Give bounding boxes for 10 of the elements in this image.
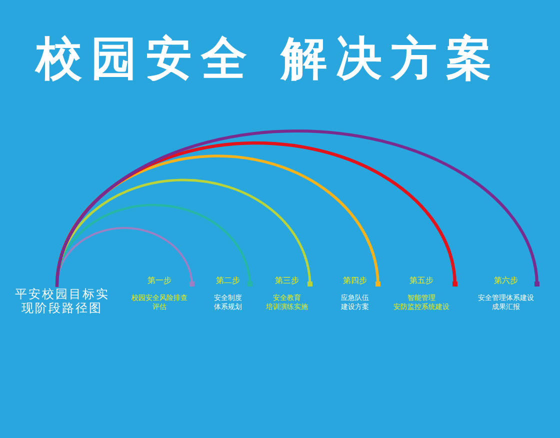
arc-connector bbox=[56, 130, 540, 288]
step-label: 第六步 bbox=[494, 276, 518, 286]
arc-connector bbox=[55, 142, 458, 288]
step-label: 第五步 bbox=[410, 276, 434, 286]
start-label: 平安校园目标实现阶段路径图 bbox=[14, 287, 110, 315]
step-label: 第三步 bbox=[275, 276, 299, 286]
step-label: 第一步 bbox=[148, 276, 172, 286]
step-label: 第四步 bbox=[343, 276, 367, 286]
title: 校园安全 解决方案 bbox=[36, 30, 502, 86]
step-label: 第二步 bbox=[216, 276, 240, 286]
